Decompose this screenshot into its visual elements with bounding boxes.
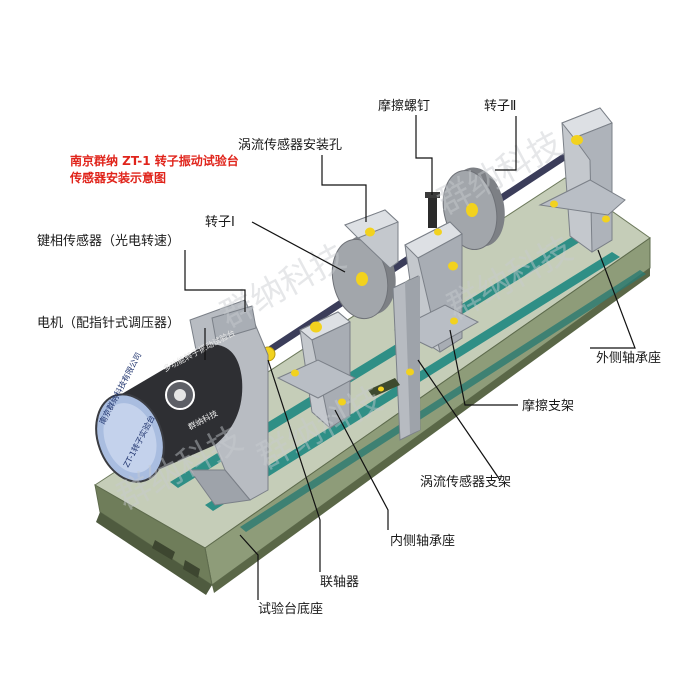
outer-bearing-housing <box>538 107 626 253</box>
label-eddy-sensor-hole: 涡流传感器安装孔 <box>238 137 342 153</box>
label-rotor-1: 转子Ⅰ <box>205 215 235 230</box>
hub-icon <box>466 203 478 217</box>
bolt-icon <box>550 200 558 208</box>
diagram-title-line1: 南京群纳 ZT-1 转子振动试验台 <box>70 153 239 168</box>
label-keyphase-sensor: 键相传感器（光电转速） <box>37 233 180 249</box>
label-friction-screw: 摩擦螺钉 <box>378 98 430 114</box>
label-rotor-2: 转子Ⅱ <box>484 99 516 114</box>
diagram-title-line2: 传感器安装示意图 <box>69 170 166 185</box>
inner-bearing-housing <box>276 311 357 429</box>
label-inner-bearing: 内侧轴承座 <box>390 533 455 549</box>
label-motor: 电机（配指针式调压器） <box>37 316 180 331</box>
eddy-sensor-bracket <box>344 209 421 441</box>
bolt-icon <box>602 215 610 223</box>
leader-lines <box>184 115 636 600</box>
bolt-icon <box>571 135 583 145</box>
label-friction-bracket: 摩擦支架 <box>522 398 574 414</box>
label-test-bench-base: 试验台底座 <box>258 601 323 617</box>
label-coupling: 联轴器 <box>320 575 359 590</box>
label-outer-bearing: 外侧轴承座 <box>596 351 661 366</box>
hub-icon <box>356 272 368 286</box>
friction-screw-icon <box>428 196 437 228</box>
label-eddy-sensor-bracket: 涡流传感器支架 <box>420 474 511 490</box>
